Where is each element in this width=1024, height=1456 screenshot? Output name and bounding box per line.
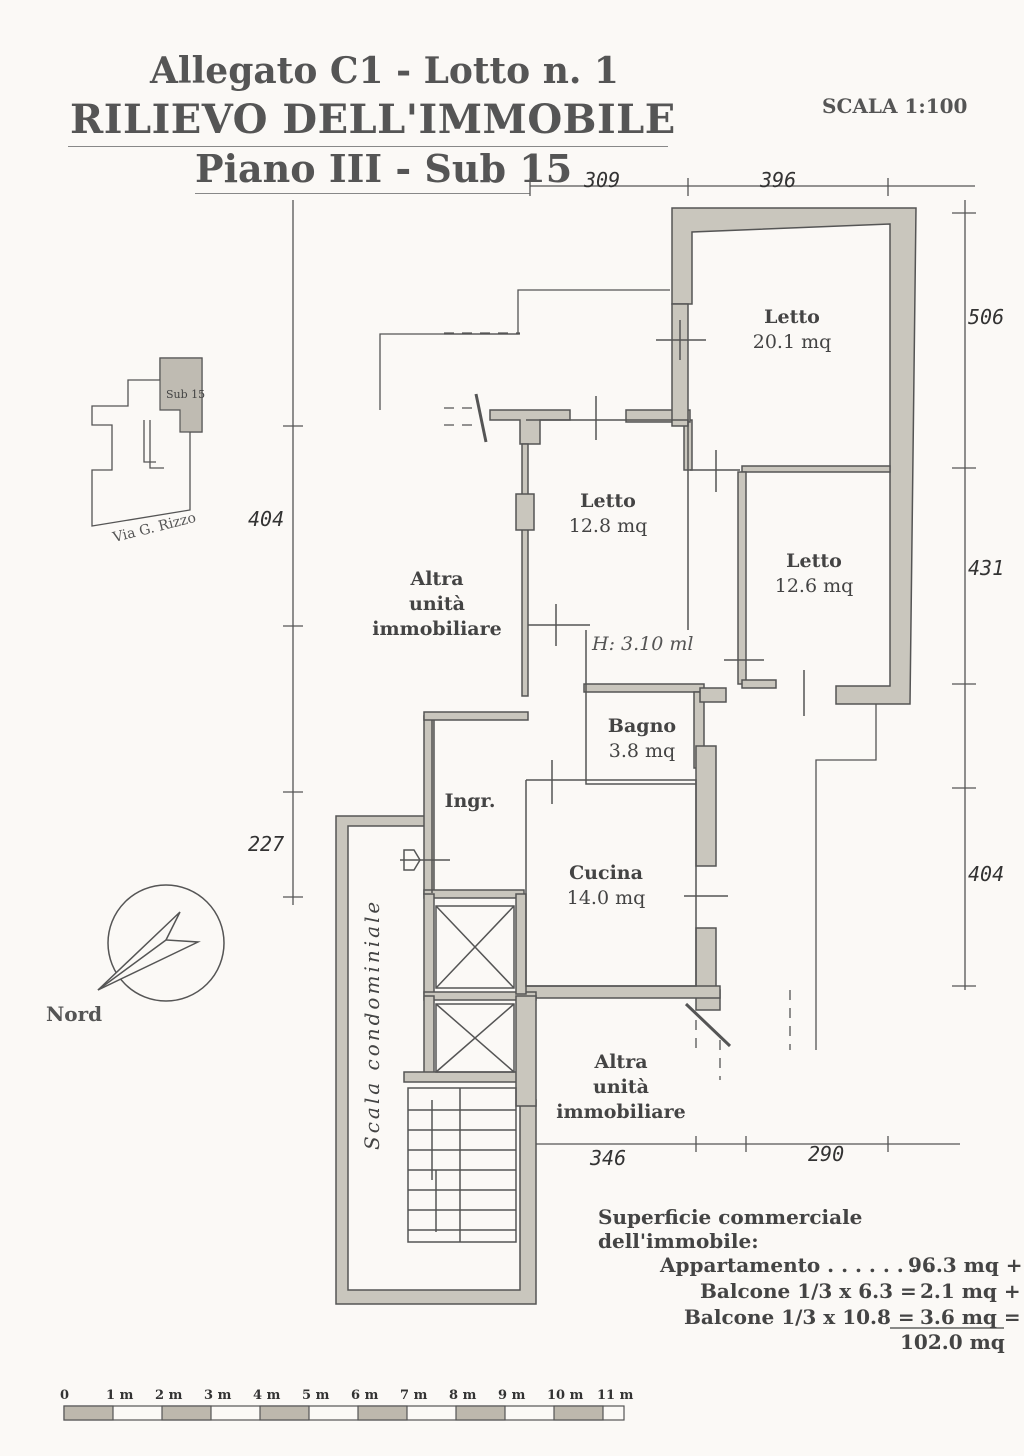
surface-row-value: 2.1 mq +: [920, 1279, 1021, 1303]
room-name: Letto: [580, 490, 636, 512]
dim-right-2: 431: [968, 556, 1005, 580]
room-letto-2: Letto 12.8 mq: [558, 489, 658, 539]
dim-top-right: 396: [760, 168, 797, 192]
room-name: Cucina: [569, 862, 643, 884]
room-name: Bagno: [607, 715, 677, 737]
dim-left-1: 404: [248, 507, 285, 531]
surface-row-label: Balcone 1/3 x 10.8 =: [684, 1305, 915, 1329]
dim-left-2: 227: [248, 832, 285, 856]
scale-bar: [63, 1405, 625, 1421]
scale-label: SCALA 1:100: [822, 94, 968, 118]
other-unit-line: unità: [593, 1076, 649, 1098]
other-unit-top: Altra unità immobiliare: [372, 567, 502, 642]
scale-bar-label: 7 m: [400, 1388, 428, 1403]
north-label: Nord: [46, 1002, 103, 1026]
room-cucina: Cucina 14.0 mq: [554, 861, 658, 911]
scale-bar-label: 11 m: [597, 1388, 634, 1403]
scale-bar-label: 0: [60, 1388, 70, 1403]
title-line-2: RILIEVO DELL'IMMOBILE: [70, 96, 676, 143]
room-name: Letto: [786, 550, 842, 572]
scale-bar-label: 1 m: [106, 1388, 134, 1403]
surface-title: Superficie commerciale dell'immobile:: [598, 1205, 863, 1253]
room-letto-3: Letto 12.6 mq: [764, 549, 864, 599]
dim-bottom-right: 290: [808, 1142, 845, 1166]
surface-row-label: Balcone 1/3 x 6.3 =: [700, 1279, 917, 1303]
room-area: 12.8 mq: [568, 515, 648, 537]
other-unit-line: unità: [409, 593, 465, 615]
room-name: Letto: [764, 306, 820, 328]
scale-bar-label: 2 m: [155, 1388, 183, 1403]
room-area: 3.8 mq: [608, 740, 676, 762]
surface-total: 102.0 mq: [900, 1330, 1005, 1354]
scale-bar-label: 6 m: [351, 1388, 379, 1403]
scale-bar-label: 9 m: [498, 1388, 526, 1403]
scale-bar-label: 8 m: [449, 1388, 477, 1403]
surface-row-label: Appartamento . . . . . . . .: [660, 1253, 932, 1277]
dim-top-left: 309: [584, 168, 621, 192]
room-area: 14.0 mq: [566, 887, 646, 909]
other-unit-line: immobiliare: [372, 618, 502, 640]
room-area: 20.1 mq: [752, 331, 832, 353]
key-plan-sub-label: Sub 15: [166, 388, 206, 401]
scale-bar-label: 4 m: [253, 1388, 281, 1403]
title-underline: [195, 193, 530, 194]
scale-bar-label: 10 m: [547, 1388, 584, 1403]
title-line-1: Allegato C1 - Lotto n. 1: [150, 50, 619, 92]
surface-row-value: 96.3 mq +: [908, 1253, 1023, 1277]
other-unit-line: Altra: [594, 1051, 648, 1073]
room-area: 12.6 mq: [774, 575, 854, 597]
title-line-3: Piano III - Sub 15: [195, 146, 573, 191]
stair-label: Scala condominiale: [360, 898, 384, 1150]
room-name: Ingr.: [444, 790, 496, 812]
room-ingresso: Ingr.: [440, 789, 500, 814]
surface-row-value: 3.6 mq =: [920, 1305, 1021, 1329]
dim-bottom-left: 346: [590, 1146, 627, 1170]
ceiling-height: H: 3.10 ml: [592, 633, 694, 655]
other-unit-line: Altra: [410, 568, 464, 590]
scale-bar-label: 5 m: [302, 1388, 330, 1403]
room-bagno: Bagno 3.8 mq: [590, 714, 694, 764]
dim-right-3: 404: [968, 862, 1005, 886]
other-unit-bottom: Altra unità immobiliare: [556, 1050, 686, 1125]
room-letto-1: Letto 20.1 mq: [742, 305, 842, 355]
title-divider: [68, 146, 668, 147]
dim-right-1: 506: [968, 305, 1005, 329]
scale-bar-label: 3 m: [204, 1388, 232, 1403]
other-unit-line: immobiliare: [556, 1101, 686, 1123]
